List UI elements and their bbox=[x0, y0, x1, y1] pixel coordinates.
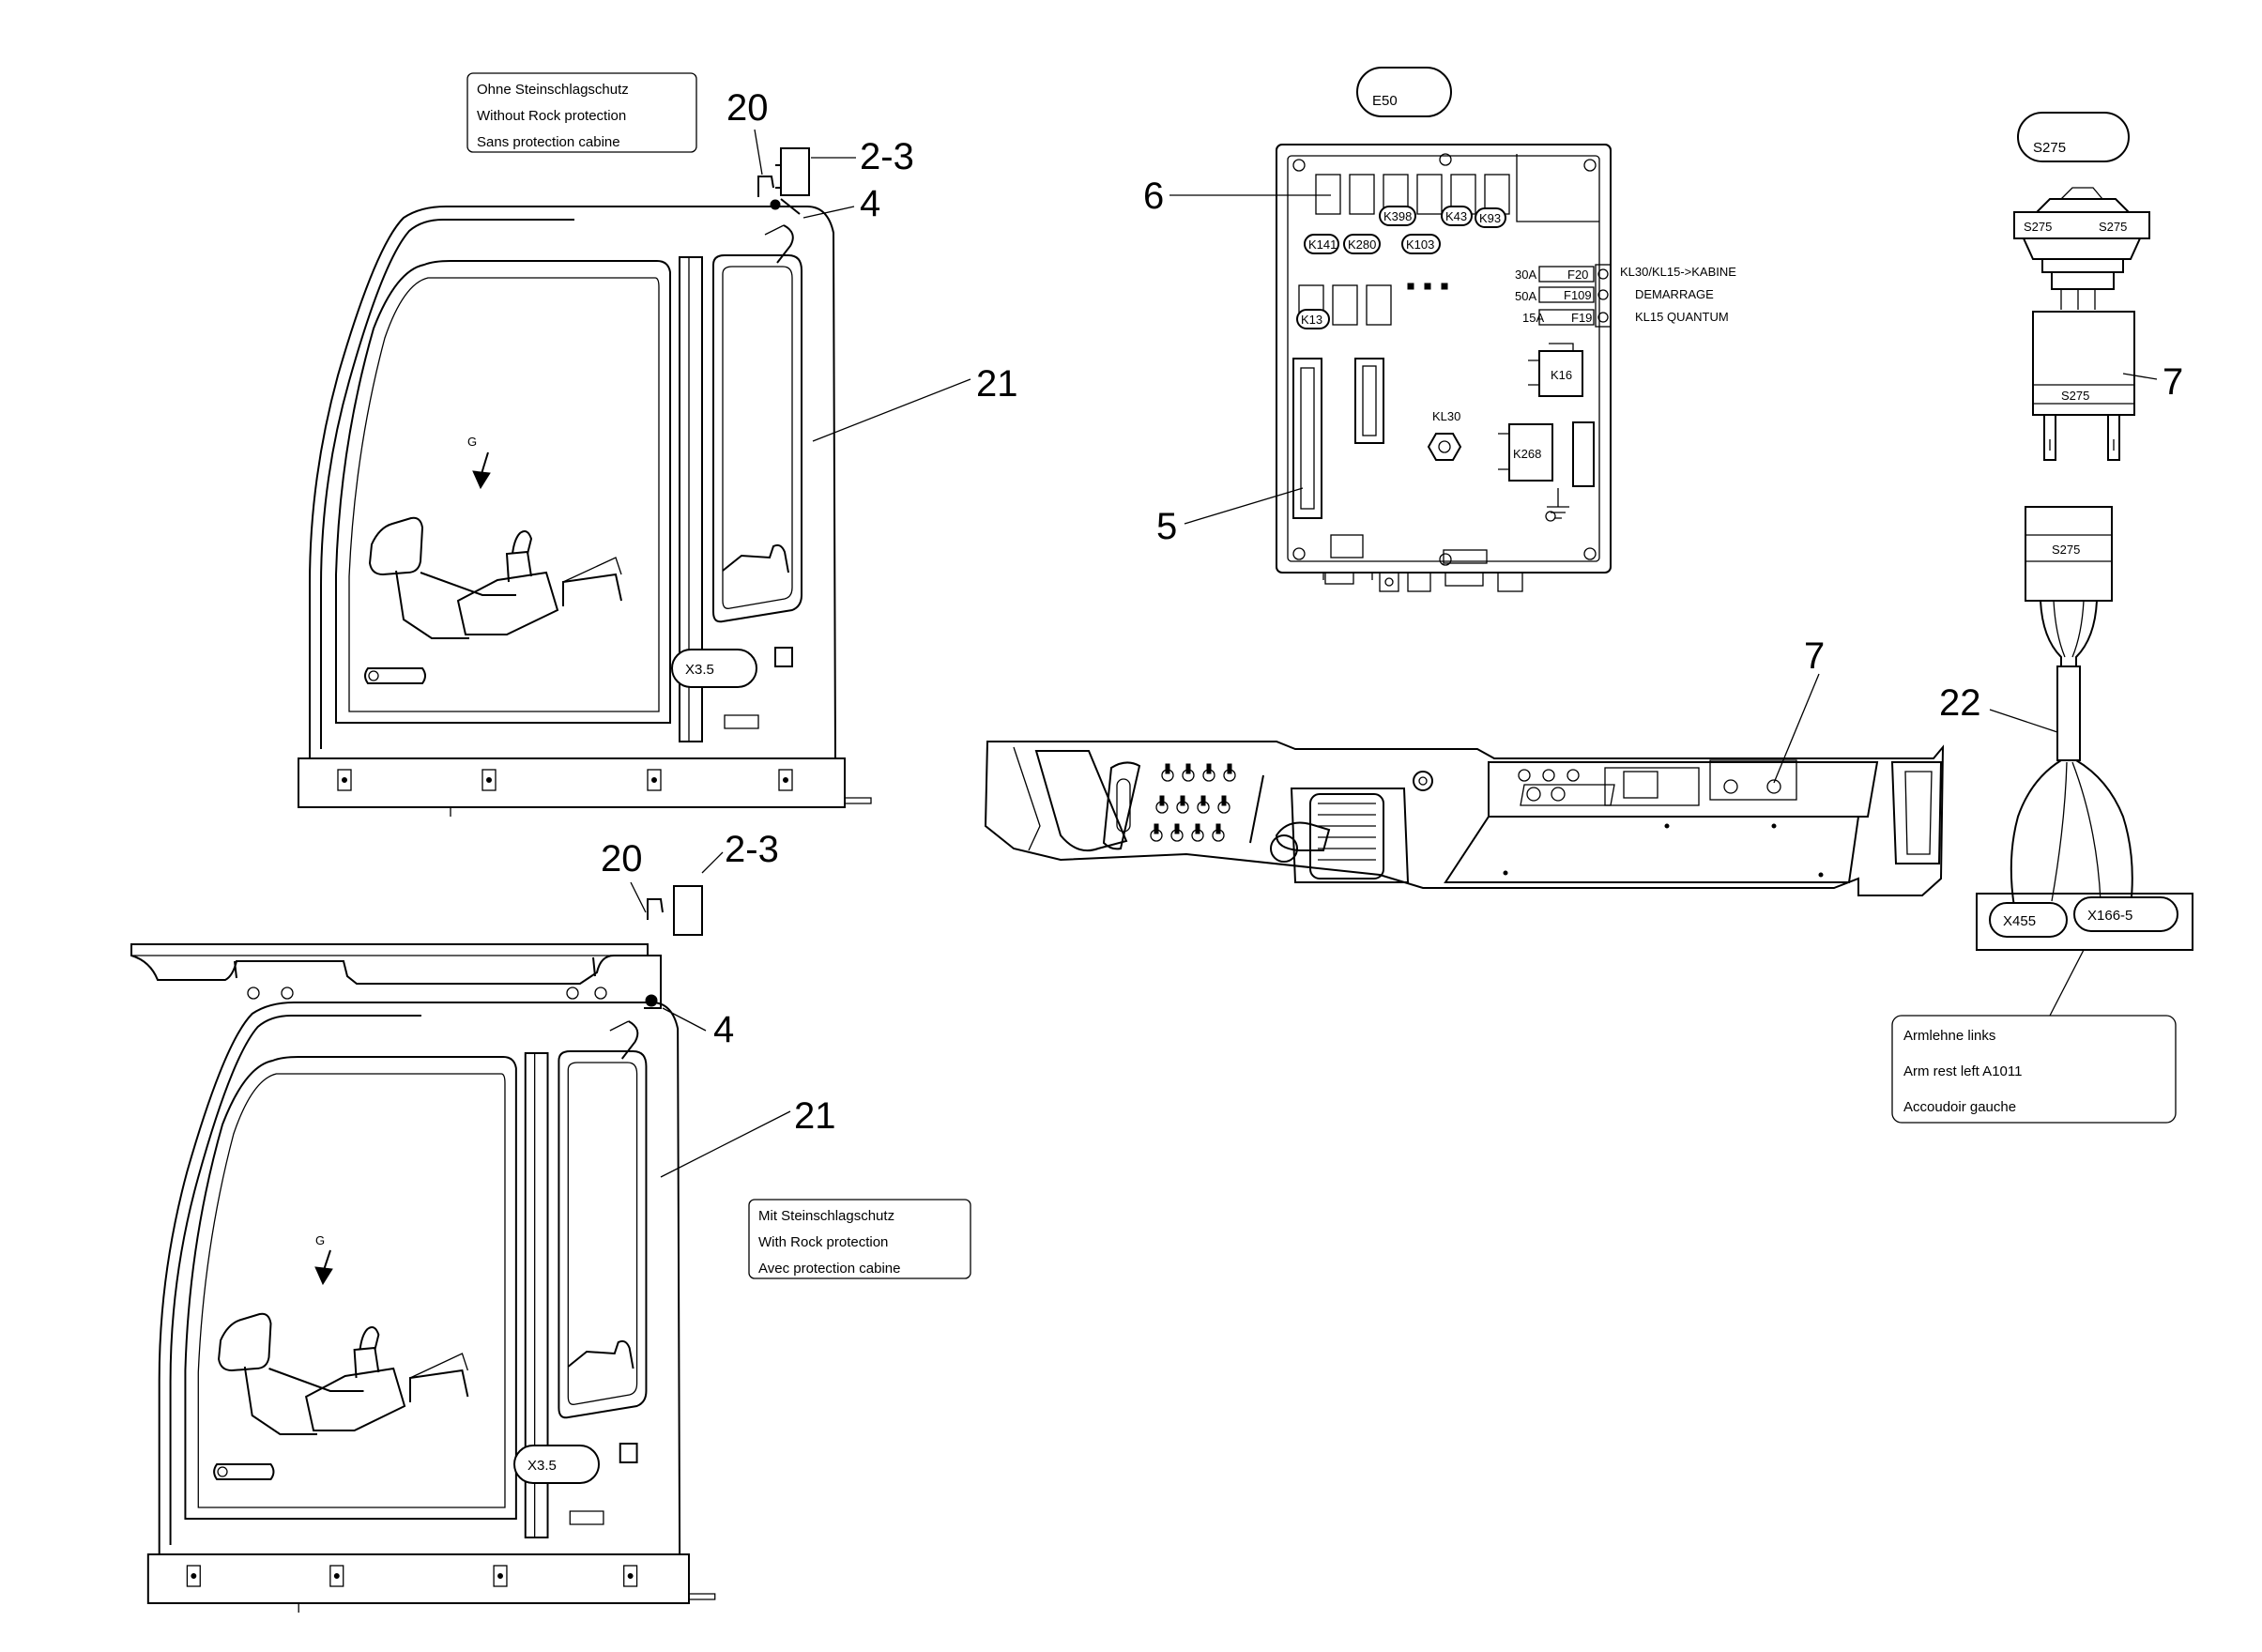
callout-20-top: 20 bbox=[726, 87, 769, 129]
callout-4-top: 4 bbox=[860, 183, 880, 224]
svg-text:K16: K16 bbox=[1551, 368, 1572, 382]
connector-tag-x35-bot bbox=[513, 1445, 600, 1484]
svg-text:KL15 QUANTUM: KL15 QUANTUM bbox=[1635, 310, 1729, 324]
connector-label-x35-top: X3.5 bbox=[685, 662, 714, 678]
svg-text:KL30: KL30 bbox=[1432, 409, 1460, 423]
svg-text:S275: S275 bbox=[2024, 220, 2052, 234]
electrical-box-e50: E50 K141 K280 K398 K43 K93 K103 K13 30A … bbox=[1276, 67, 1736, 592]
svg-text:K141: K141 bbox=[1308, 237, 1337, 252]
beacon-lamp-top bbox=[780, 147, 810, 196]
svg-text:DEMARRAGE: DEMARRAGE bbox=[1635, 287, 1714, 301]
callout-22: 22 bbox=[1939, 682, 1981, 724]
svg-text:30A: 30A bbox=[1515, 268, 1536, 282]
callout-21-bottom: 21 bbox=[794, 1095, 836, 1137]
note-with-rock-protection: Mit Steinschlagschutz With Rock protecti… bbox=[748, 1199, 971, 1279]
callout-6: 6 bbox=[1143, 176, 1164, 217]
svg-text:50A: 50A bbox=[1515, 289, 1536, 303]
svg-text:F109: F109 bbox=[1564, 288, 1592, 302]
tag-x166-5-label: X166-5 bbox=[2087, 908, 2132, 924]
tag-s275 bbox=[2017, 112, 2130, 162]
callout-7-switch: 7 bbox=[2163, 361, 2183, 403]
svg-text:K43: K43 bbox=[1445, 209, 1467, 223]
tag-x455-label: X455 bbox=[2003, 913, 2036, 929]
svg-text:Ohne Steinschlagschutz: Ohne Steinschlagschutz bbox=[477, 82, 629, 98]
svg-text:Armlehne links: Armlehne links bbox=[1903, 1028, 1995, 1044]
callout-5: 5 bbox=[1156, 506, 1177, 547]
svg-text:Accoudoir gauche: Accoudoir gauche bbox=[1903, 1099, 2016, 1115]
connector-tag-x35-top bbox=[671, 649, 757, 688]
svg-text:With Rock protection: With Rock protection bbox=[758, 1234, 888, 1250]
callout-2-3-bottom: 2-3 bbox=[725, 829, 779, 870]
svg-text:K103: K103 bbox=[1406, 237, 1434, 252]
svg-text:Mit Steinschlagschutz: Mit Steinschlagschutz bbox=[758, 1208, 894, 1224]
svg-text:F20: F20 bbox=[1567, 268, 1588, 282]
beacon-lamp-bottom bbox=[673, 885, 703, 936]
tag-e50-label: E50 bbox=[1372, 93, 1398, 109]
svg-text:15A: 15A bbox=[1522, 311, 1544, 325]
callout-7-panel: 7 bbox=[1804, 635, 1825, 677]
note-armrest-left: Armlehne links Arm rest left A1011 Accou… bbox=[1891, 1015, 2177, 1124]
svg-text:K280: K280 bbox=[1348, 237, 1376, 252]
svg-text:KL30/KL15->KABINE: KL30/KL15->KABINE bbox=[1620, 265, 1736, 279]
svg-text:Arm rest left A1011: Arm rest left A1011 bbox=[1903, 1063, 2022, 1079]
svg-text:F19: F19 bbox=[1571, 311, 1592, 325]
svg-text:S275: S275 bbox=[2052, 543, 2080, 557]
svg-text:Sans protection cabine: Sans protection cabine bbox=[477, 134, 620, 150]
callout-21-top: 21 bbox=[976, 363, 1018, 405]
callout-20-bottom: 20 bbox=[601, 838, 643, 880]
tag-s275-label: S275 bbox=[2033, 140, 2066, 156]
svg-text:Avec protection cabine: Avec protection cabine bbox=[758, 1261, 901, 1277]
cab-with-rock-protection: G X3.5 bbox=[130, 885, 716, 1614]
switch-s275: S275 S275 S275 S275 S275 X455 X166-5 bbox=[1976, 112, 2193, 1017]
view-marker-g-top: G bbox=[467, 435, 477, 449]
svg-text:S275: S275 bbox=[2099, 220, 2127, 234]
cab-without-rock-protection: G X3.5 bbox=[298, 147, 872, 818]
svg-text:K398: K398 bbox=[1383, 209, 1412, 223]
callout-4-bottom: 4 bbox=[713, 1009, 734, 1050]
svg-text:Without Rock protection: Without Rock protection bbox=[477, 108, 626, 124]
tag-x455 bbox=[1989, 902, 2068, 938]
svg-text:K268: K268 bbox=[1513, 447, 1541, 461]
armrest-console bbox=[984, 741, 1945, 896]
svg-text:K13: K13 bbox=[1301, 313, 1322, 327]
svg-text:K93: K93 bbox=[1479, 211, 1501, 225]
tag-e50 bbox=[1356, 67, 1452, 117]
tag-x166-5 bbox=[2073, 896, 2178, 932]
note-without-rock-protection: Ohne Steinschlagschutz Without Rock prot… bbox=[466, 72, 697, 153]
svg-text:S275: S275 bbox=[2061, 389, 2089, 403]
view-marker-g-bot: G bbox=[315, 1233, 325, 1247]
connector-label-x35-bot: X3.5 bbox=[527, 1458, 557, 1474]
callout-2-3-top: 2-3 bbox=[860, 136, 914, 177]
